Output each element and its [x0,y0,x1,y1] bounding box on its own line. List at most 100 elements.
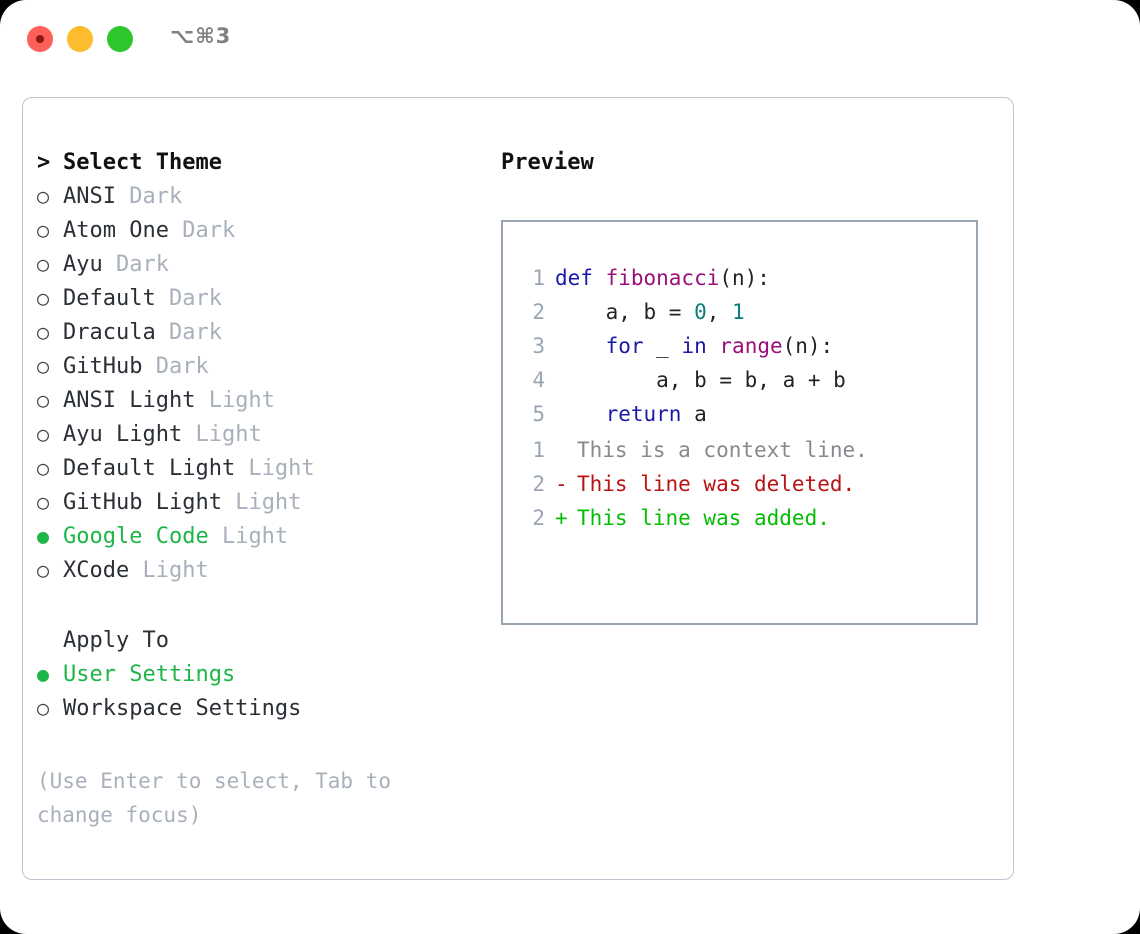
minimize-window-button[interactable] [67,26,93,52]
theme-list-item[interactable]: ○ GitHub Dark [37,354,497,388]
theme-variant: Dark [168,218,236,243]
theme-list-item[interactable]: ○ GitHub Light Light [37,490,497,524]
radio-selected-icon: ● [37,662,50,686]
radio-unselected-icon: ○ [37,422,50,446]
theme-variant: Dark [155,286,222,311]
radio-unselected-icon: ○ [37,184,50,208]
diff-marker [555,438,577,462]
apply-to-option[interactable]: ○ Workspace Settings [37,696,497,730]
diff-line: 1 This is a context line. [517,438,970,472]
theme-list-item[interactable]: ○ Ayu Light Light [37,422,497,456]
apply-to-label-text: Workspace Settings [63,696,302,721]
diff-line-text: This line was deleted. [577,472,856,496]
radio-unselected-icon: ○ [37,320,50,344]
keyboard-hint: (Use Enter to select, Tab to change focu… [37,769,404,827]
maximize-window-button[interactable] [107,26,133,52]
line-number: 1 [532,438,545,462]
code-line-text: a, b = 0, 1 [555,300,745,324]
code-token-plain: (n): [782,334,834,358]
line-number: 3 [532,334,545,358]
code-token-plain: , [706,300,733,324]
line-number: 1 [532,266,545,290]
theme-list: ○ANSI Dark○Atom One Dark○Ayu Dark○Defaul… [37,184,497,592]
theme-list-item[interactable]: ○Default Light Light [37,456,497,490]
code-token-fn: range [719,334,783,358]
code-token-plain [555,402,606,426]
prompt-caret-icon: > [37,150,51,175]
theme-list-item[interactable]: ○ANSI Light Light [37,388,497,422]
line-number: 2 [532,506,545,530]
apply-to-label: Apply To [63,628,169,653]
radio-unselected-icon: ○ [37,388,50,412]
radio-unselected-icon: ○ [37,558,50,582]
code-token-plain [707,334,720,358]
theme-variant: Dark [155,320,222,345]
theme-variant: Light [195,388,275,413]
theme-name: XCode [63,558,130,583]
diff-sample: 1 This is a context line. 2-This line was… [517,438,970,540]
theme-list-item[interactable]: ○ Dracula Dark [37,320,497,354]
theme-name: ANSI [63,184,116,209]
theme-variant: Light [129,558,209,583]
keyboard-shortcut-label: ⌥⌘3 [170,24,232,48]
diff-line-text: This line was added. [577,506,830,530]
code-token-kw: return [605,402,682,426]
theme-list-item[interactable]: ●Google Code Light [37,524,497,558]
theme-variant: Light [208,524,289,549]
theme-list-item[interactable]: ○ Ayu Dark [37,252,497,286]
radio-unselected-icon: ○ [37,354,50,378]
theme-list-item[interactable]: ○Default Dark [37,286,497,320]
radio-unselected-icon: ○ [37,696,50,720]
theme-variant: Dark [142,354,209,379]
close-window-button[interactable] [27,26,53,52]
code-token-plain: a [681,402,707,426]
apply-to-option[interactable]: ● User Settings [37,662,497,696]
theme-name: Default Light [63,456,236,481]
spacer-bullet-icon: ○ [37,628,63,652]
theme-name: Ayu Light [63,422,183,447]
radio-unselected-icon: ○ [37,252,50,276]
code-line: 4 a, b = b, a + b [517,368,970,402]
code-token-plain: a, b = b, a + b [555,368,846,392]
select-theme-label: Select Theme [63,150,222,175]
title-bar: ⌥⌘3 [0,0,1140,78]
theme-list-item[interactable]: ○Atom One Dark [37,218,497,252]
theme-name: Dracula [63,320,156,345]
line-number: 4 [532,368,545,392]
theme-variant: Dark [102,252,169,277]
theme-variant: Light [182,422,262,447]
theme-name: GitHub Light [63,490,222,515]
radio-unselected-icon: ○ [37,218,50,242]
theme-variant: Light [221,490,302,515]
code-line-text: for _ in range(n): [555,334,834,358]
code-line: 5 return a [517,402,970,436]
theme-name: GitHub [63,354,143,379]
code-token-plain [555,334,606,358]
code-token-plain: (n): [719,266,770,290]
apply-to-heading: ○ Apply To [37,628,497,662]
code-token-num: 1 [732,300,745,324]
diff-marker: - [555,472,568,496]
radio-unselected-icon: ○ [37,490,50,514]
content-panel: > Select Theme ○ANSI Dark○Atom One Dark○… [22,97,1014,880]
code-line: 3 for _ in range(n): [517,334,970,368]
code-line: 2 a, b = 0, 1 [517,300,970,334]
code-token-kw: def [555,266,606,290]
code-line-text: return a [555,402,707,426]
theme-picker: > Select Theme ○ANSI Dark○Atom One Dark○… [37,150,497,832]
code-token-plain: a, b = [555,300,695,324]
theme-list-item[interactable]: ○ XCode Light [37,558,497,592]
theme-variant: Dark [115,184,183,209]
code-token-num: 0 [694,300,707,324]
diff-line-text: This is a context line. [577,438,868,462]
diff-marker: + [555,506,568,530]
code-token-plain: _ [643,334,682,358]
theme-list-item[interactable]: ○ ANSI Dark [37,184,497,218]
radio-unselected-icon: ○ [37,286,50,310]
code-token-kw: in [681,334,707,358]
apply-to-label-text: User Settings [63,662,236,687]
theme-name: Ayu [63,252,103,277]
